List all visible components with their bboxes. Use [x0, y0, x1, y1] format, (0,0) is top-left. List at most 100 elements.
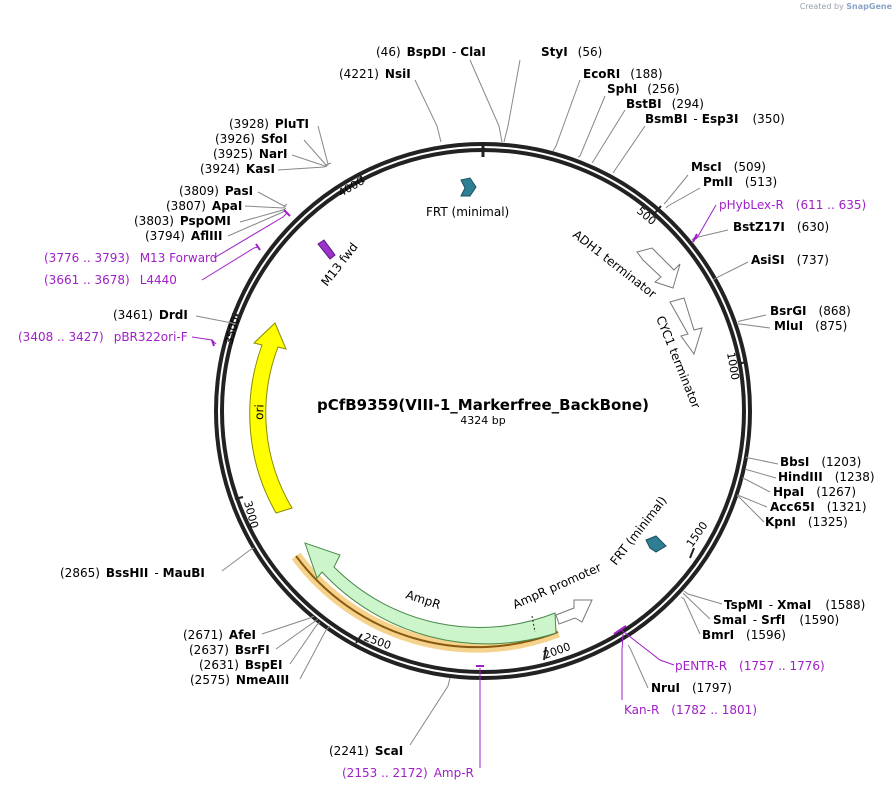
- feature-ori-label: ori: [252, 404, 267, 420]
- primer-pbr322ori-f: (3408 .. 3427)pBR322ori-F: [18, 330, 188, 344]
- feature-ampr-label: AmpR: [404, 588, 442, 612]
- leader-bsmbi: [612, 125, 646, 174]
- primer-labels: pHybLex-R(611 .. 635) pENTR-R(1757 .. 17…: [18, 198, 866, 780]
- tick-2500-mark: [355, 633, 363, 644]
- leader-nsii: [414, 79, 442, 143]
- enzyme-bmri: BmrI(1596): [702, 628, 786, 642]
- leader-hpai: [741, 477, 771, 493]
- leader-pasi: [257, 191, 288, 207]
- frt-top-arrow: [460, 177, 477, 197]
- leader-tspmi: [683, 590, 723, 605]
- enzyme-bstz17i: BstZ17I(630): [733, 220, 829, 234]
- leader-scai: [409, 677, 451, 746]
- leader-plutl: [317, 125, 332, 165]
- enzyme-ecori: EcoRI(188): [583, 67, 663, 81]
- primer-pentr-r: pENTR-R(1757 .. 1776): [675, 659, 825, 673]
- feature-cyc1-label: CYC1 terminator: [653, 314, 703, 411]
- enzyme-sfoi: (3926)SfoI: [215, 132, 287, 146]
- primer-mark-phyblex: [692, 233, 698, 243]
- enzyme-aflii: (3794)AflIII: [145, 229, 222, 243]
- leader-smai: [682, 592, 711, 620]
- leader-hindiii: [744, 468, 777, 479]
- leader-kan-r: [621, 633, 624, 700]
- leader-bsrfi: [275, 618, 319, 650]
- enzyme-labels: (46)BspDI-ClaI (4221)NsiI StyI(56) EcoRI…: [60, 45, 875, 758]
- tick-1500-mark: [689, 547, 695, 559]
- leader-asisi: [712, 261, 749, 281]
- leader-m13-forward: [213, 212, 288, 259]
- leader-bsrgi: [737, 314, 767, 323]
- ampr-cds-arrow: [304, 542, 557, 645]
- enzyme-nrui: NruI(1797): [651, 681, 732, 695]
- enzyme-nmeaiii: (2575)NmeAIII: [190, 673, 289, 687]
- leader-drdi: [195, 315, 237, 325]
- leader-pspomi: [239, 207, 287, 223]
- leader-apai: [244, 205, 287, 209]
- ampr-promoter-arrow: [555, 599, 593, 625]
- enzyme-styi: StyI(56): [541, 45, 602, 59]
- enzyme-pmli: PmlI(513): [703, 175, 777, 189]
- leader-msci: [663, 174, 689, 205]
- tick-3500-label: 3500: [222, 315, 242, 345]
- leader-nmeaiii: [299, 625, 331, 680]
- tick-1000-label: 1000: [724, 351, 742, 381]
- primer-mark-m13: [283, 209, 291, 217]
- enzyme-tspmi: TspMI-XmaI(1588): [724, 598, 865, 612]
- enzyme-kpni: KpnI(1325): [765, 515, 848, 529]
- enzyme-apai: (3807)ApaI: [166, 199, 242, 213]
- enzyme-leaders: [195, 59, 779, 746]
- primer-mark-pbr322: [211, 339, 215, 347]
- primer-mark-l4440: [255, 243, 261, 251]
- enzyme-asisi: AsiSI(737): [751, 253, 829, 267]
- ori-arrow: [249, 322, 293, 514]
- leader-acc65i: [736, 494, 768, 508]
- enzyme-bsmbi: BsmBI-Esp3I(350): [645, 112, 785, 126]
- primer-leaders: [191, 204, 717, 768]
- leader-bspdi: [469, 59, 503, 143]
- ampr-orf-line: [295, 555, 559, 649]
- enzyme-bsrgi: BsrGI(868): [770, 304, 851, 318]
- enzyme-bspdi: (46)BspDI-ClaI: [376, 45, 486, 59]
- ampr-promoter-junction: [531, 615, 536, 633]
- enzyme-mlui: MluI(875): [774, 319, 847, 333]
- enzyme-plutl: (3928)PluTI: [229, 117, 309, 131]
- primer-kan-r: Kan-R(1782 .. 1801): [624, 703, 757, 717]
- leader-bmri: [680, 596, 701, 635]
- enzyme-msci: MscI(509): [691, 160, 766, 174]
- leader-bsshii: [221, 547, 255, 572]
- enzyme-smai: SmaI-SrfI(1590): [713, 613, 839, 627]
- enzyme-scai: (2241)ScaI: [329, 744, 403, 758]
- primer-amp-r: (2153 .. 2172)Amp-R: [342, 766, 474, 780]
- tick-3500-mark: [231, 313, 241, 317]
- enzyme-bstbi: BstBI(294): [626, 97, 704, 111]
- primer-phyblex-r: pHybLex-R(611 .. 635): [719, 198, 866, 212]
- feature-frt-top-label: FRT (minimal): [426, 205, 509, 219]
- enzyme-bbsi: BbsI(1203): [780, 455, 861, 469]
- enzyme-bsrfi: (2637)BsrFI: [189, 643, 270, 657]
- primer-l4440: (3661 .. 3678)L4440: [44, 273, 177, 287]
- tick-3000-mark: [234, 496, 244, 500]
- enzyme-pasi: (3809)PasI: [179, 184, 253, 198]
- tick-1000-mark: [737, 361, 747, 365]
- enzyme-acc65i: Acc65I(1321): [770, 500, 867, 514]
- snapgene-credit: Created by SnapGene: [799, 2, 892, 11]
- leader-nrui: [627, 644, 649, 689]
- tick-500-mark: [654, 205, 662, 214]
- enzyme-afei: (2671)AfeI: [183, 628, 256, 642]
- leader-nari: [291, 154, 329, 167]
- enzyme-nari: (3925)NarI: [213, 147, 287, 161]
- tick-4000-mark: [359, 174, 365, 183]
- leader-l4440: [201, 246, 259, 281]
- feature-adh1-label: ADH1 terminator: [570, 227, 659, 301]
- feature-frt-right-label: FRT (minimal): [607, 494, 669, 568]
- leader-kpni: [736, 495, 765, 523]
- m13-fwd-arrow: [317, 239, 336, 260]
- enzyme-hindiii: HindIII(1238): [778, 470, 875, 484]
- enzyme-sphi: SphI(256): [607, 82, 680, 96]
- leader-pentr-r: [619, 628, 675, 666]
- leader-ecori: [552, 79, 581, 152]
- enzyme-hpai: HpaI(1267): [773, 485, 856, 499]
- tick-2000-mark: [543, 646, 547, 661]
- primer-mark-pentr: [613, 625, 627, 635]
